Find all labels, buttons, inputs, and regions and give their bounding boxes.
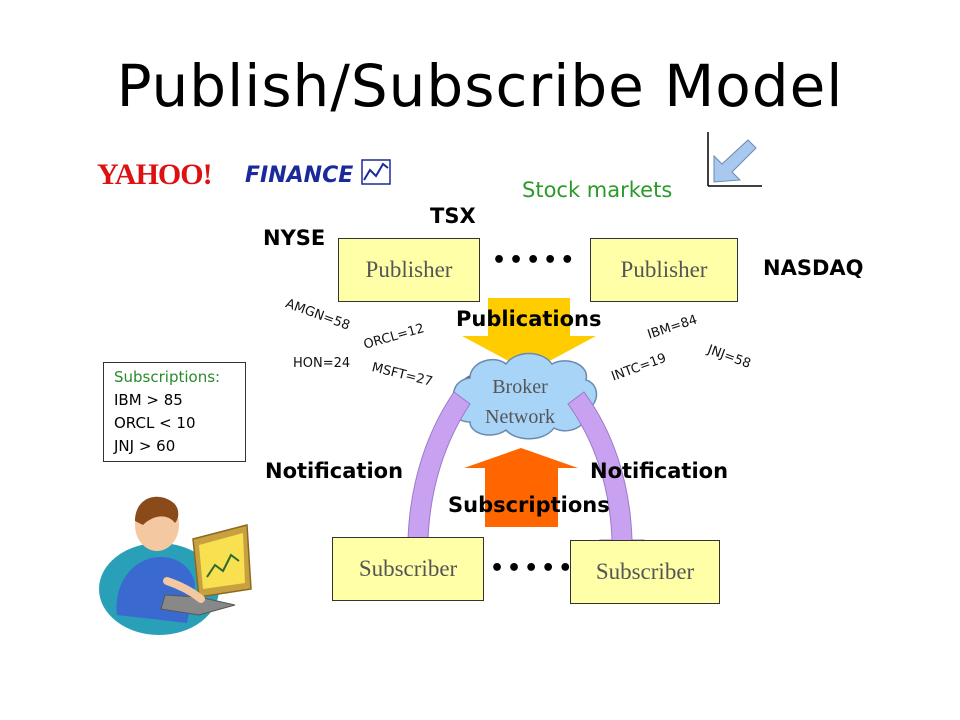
- subscription-list-box: Subscriptions: IBM > 85 ORCL < 10 JNJ > …: [103, 362, 246, 462]
- subscriptions-arrow: [464, 448, 578, 527]
- stock-markets-label: Stock markets: [522, 178, 673, 202]
- subscriptions-label: Subscriptions: [448, 493, 610, 517]
- corner-arrow-icon: [704, 132, 764, 188]
- broker-cloud: [452, 352, 598, 440]
- svg-text:YAHOO!: YAHOO!: [97, 158, 212, 190]
- subscription-rule: JNJ > 60: [114, 437, 176, 455]
- svg-text:FINANCE: FINANCE: [245, 163, 353, 188]
- broker-network-label: Broker Network: [470, 372, 570, 432]
- publications-label: Publications: [456, 307, 602, 331]
- nasdaq-label: NASDAQ: [763, 256, 864, 280]
- notification-label-right: Notification: [590, 459, 729, 483]
- publications-arrow: [462, 298, 596, 372]
- subscription-list-heading: Subscriptions:: [114, 368, 221, 386]
- subscriber-box-left: Subscriber: [332, 537, 484, 601]
- publisher-box-right: Publisher: [590, 238, 738, 302]
- yahoo-finance-logo: YAHOO! FINANCE: [95, 150, 395, 191]
- quote-hon: HON=24: [293, 356, 351, 371]
- nyse-label: NYSE: [263, 226, 326, 250]
- broker-label-line1: Broker: [492, 376, 548, 398]
- subscription-rule: ORCL < 10: [114, 414, 196, 432]
- tsx-label: TSX: [430, 204, 476, 228]
- person-at-laptop-icon: [95, 485, 255, 635]
- publisher-ellipsis: •••••: [492, 248, 578, 273]
- page-title: Publish/Subscribe Model: [116, 52, 844, 120]
- broker-label-line2: Network: [485, 406, 555, 428]
- subscriber-box-right: Subscriber: [570, 540, 720, 604]
- subscriber-ellipsis: •••••: [490, 556, 576, 581]
- notification-label-left: Notification: [265, 459, 404, 483]
- publisher-box-left: Publisher: [338, 238, 480, 302]
- subscription-rule: IBM > 85: [114, 391, 183, 409]
